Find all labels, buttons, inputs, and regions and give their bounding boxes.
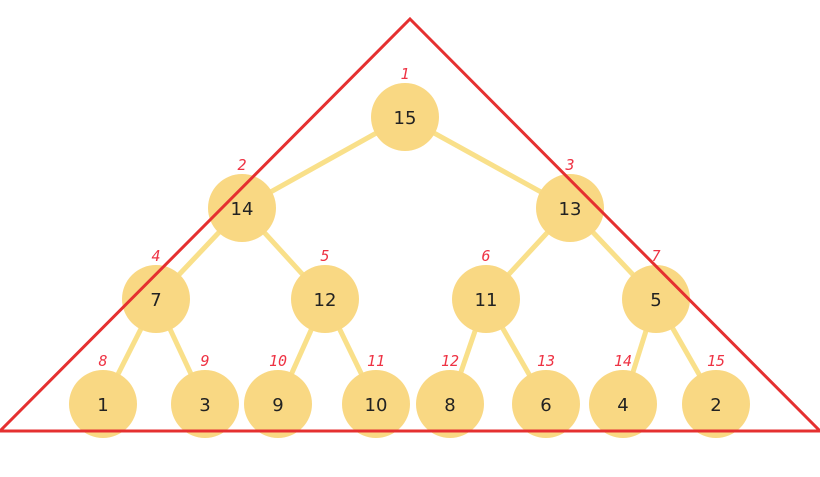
node-index-label: 11: [367, 352, 385, 370]
node-circle: [342, 370, 410, 438]
node-index-label: 2: [237, 156, 246, 174]
node-value: 15: [394, 108, 417, 129]
heap-node-4: 74: [122, 247, 190, 333]
node-value: 2: [710, 395, 721, 416]
node-circle: [291, 265, 359, 333]
heap-node-5: 12 5: [291, 247, 359, 333]
heap-node-1: 15 1: [371, 65, 439, 151]
node-circle: [122, 265, 190, 333]
node-index-label: 10: [269, 352, 287, 370]
heap-node-10: 9 10: [244, 352, 312, 438]
heap-node-8: 18: [69, 352, 137, 438]
node-circle: [171, 370, 239, 438]
node-index-label: 8: [98, 352, 107, 370]
heap-node-9: 39: [171, 352, 239, 438]
heap-node-2: 14 2: [208, 156, 276, 242]
heap-node-6: 11 6: [452, 247, 520, 333]
node-value: 8: [444, 395, 455, 416]
heap-node-15: 2 15: [682, 352, 750, 438]
tree-nodes: 1511421337412511657183991010118126134142…: [69, 65, 750, 438]
node-value: 10: [365, 395, 388, 416]
node-value: 11: [475, 290, 498, 311]
node-circle: [208, 174, 276, 242]
node-value: 13: [559, 199, 582, 220]
node-circle: [536, 174, 604, 242]
node-circle: [682, 370, 750, 438]
node-value: 7: [150, 290, 161, 311]
node-circle: [371, 83, 439, 151]
node-index-label: 15: [707, 352, 725, 370]
node-index-label: 9: [200, 352, 209, 370]
node-value: 1: [97, 395, 108, 416]
heap-node-13: 6 13: [512, 352, 580, 438]
node-value: 3: [199, 395, 210, 416]
heap-node-14: 4 14: [589, 352, 657, 438]
node-circle: [512, 370, 580, 438]
node-index-label: 12: [441, 352, 459, 370]
node-circle: [589, 370, 657, 438]
node-circle: [69, 370, 137, 438]
node-value: 12: [314, 290, 337, 311]
node-index-label: 7: [651, 247, 660, 265]
node-index-label: 5: [320, 247, 329, 265]
node-index-label: 14: [614, 352, 632, 370]
heap-node-3: 13 3: [536, 156, 604, 242]
heap-outline-triangle: [0, 16, 820, 433]
node-circle: [244, 370, 312, 438]
node-value: 5: [650, 290, 661, 311]
node-value: 4: [617, 395, 628, 416]
node-index-label: 3: [564, 156, 574, 174]
node-index-label: 13: [537, 352, 555, 370]
node-value: 9: [272, 395, 283, 416]
node-index-label: 1: [400, 65, 409, 83]
node-circle: [416, 370, 484, 438]
node-index-label: 4: [151, 247, 160, 265]
node-index-label: 6: [481, 247, 490, 265]
heap-node-12: 8 12: [416, 352, 484, 438]
heap-node-11: 10 11: [342, 352, 410, 438]
node-value: 14: [231, 199, 254, 220]
node-value: 6: [540, 395, 551, 416]
node-circle: [452, 265, 520, 333]
